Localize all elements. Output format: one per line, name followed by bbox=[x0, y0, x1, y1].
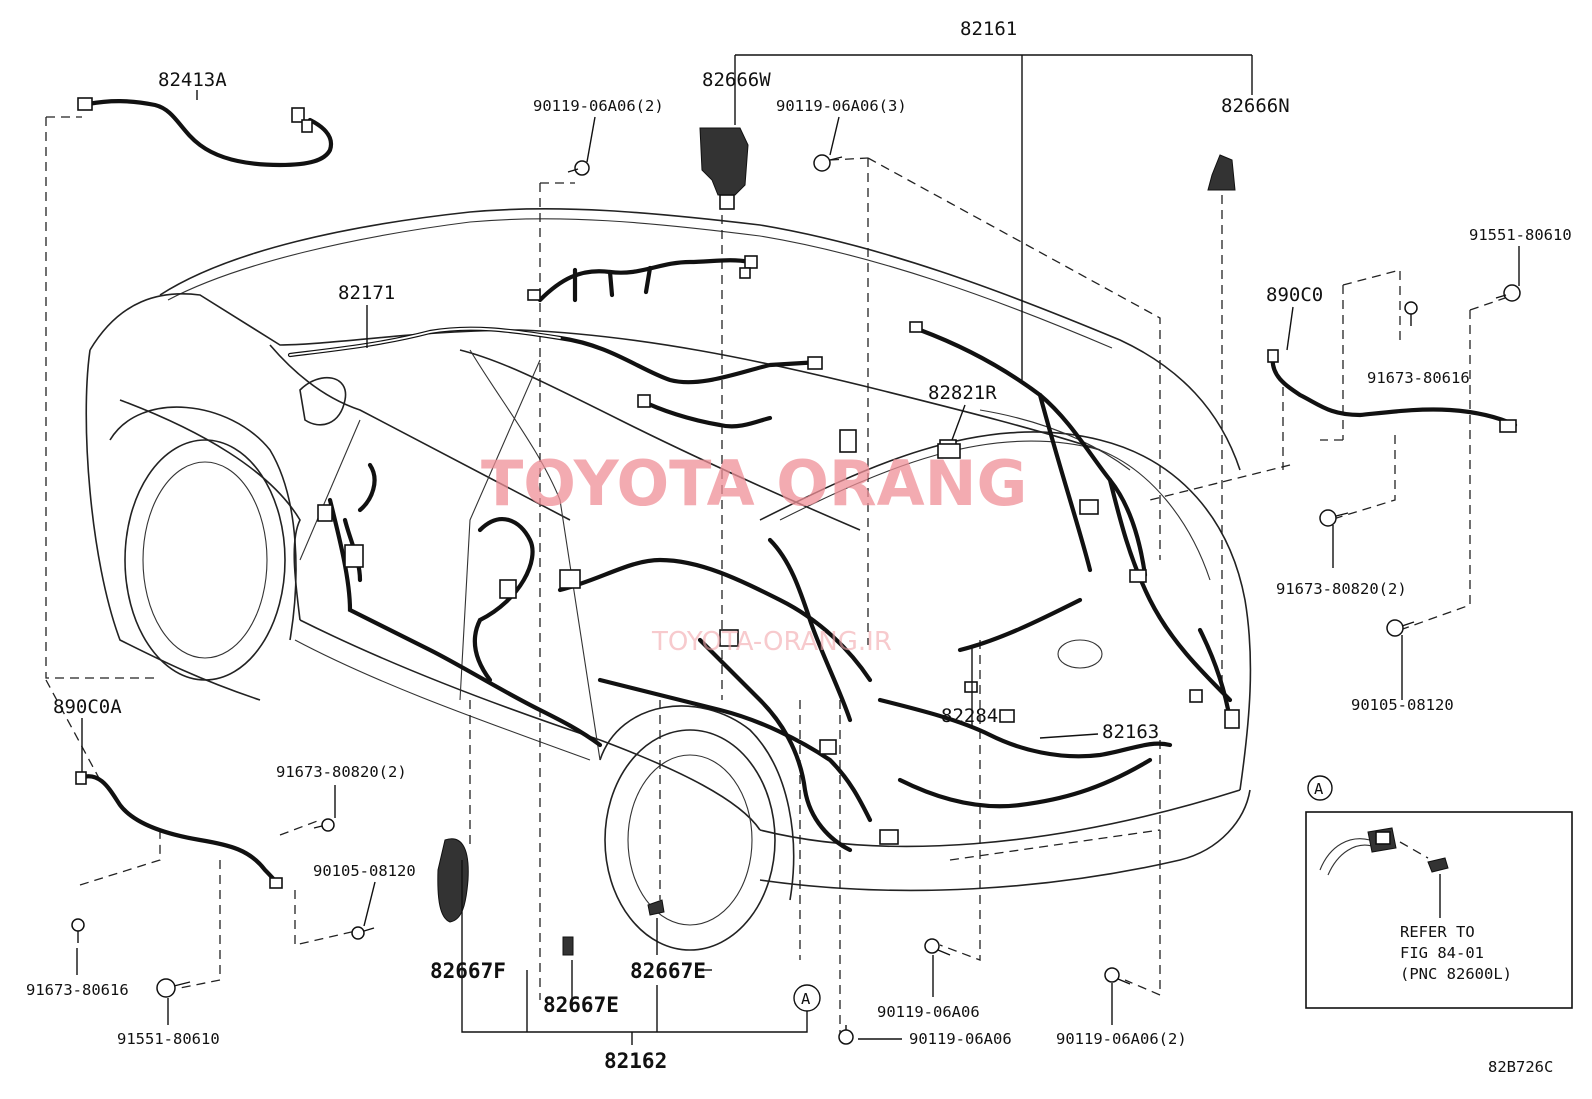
label-91673-80820-2-right: 91673-80820(2) bbox=[1276, 580, 1407, 598]
connectors bbox=[75, 97, 1517, 956]
label-82162: 82162 bbox=[604, 1049, 667, 1073]
label-82163: 82163 bbox=[1102, 721, 1159, 743]
clamp-82667e-b bbox=[647, 899, 665, 916]
callout-a-marker: A bbox=[793, 984, 821, 1012]
label-890c0a: 890C0A bbox=[53, 696, 122, 718]
vehicle-body-outline bbox=[85, 208, 1252, 951]
label-90105-08120-left: 90105-08120 bbox=[313, 862, 416, 880]
label-82666w: 82666W bbox=[702, 69, 771, 91]
bracket-82666n bbox=[1207, 154, 1236, 191]
label-82171: 82171 bbox=[338, 282, 395, 304]
label-91673-80616-right: 91673-80616 bbox=[1367, 369, 1470, 387]
label-90119-06a06-2-top: 90119-06A06(2) bbox=[533, 97, 664, 115]
watermark-text: TOYOTA ORANG bbox=[481, 447, 1027, 520]
label-91551-80610-left: 91551-80610 bbox=[117, 1030, 220, 1048]
junction-block-82666w bbox=[699, 127, 749, 196]
dashed-reference-lines bbox=[45, 116, 1506, 1038]
wiring-harness-main bbox=[77, 99, 1518, 888]
cover-82667f bbox=[437, 838, 469, 923]
label-82161: 82161 bbox=[960, 18, 1017, 40]
inset-detail-a: A REFER TO FIG 84-01 (PNC 82600L) bbox=[1305, 775, 1573, 1009]
connector-82821r bbox=[937, 443, 961, 459]
label-90105-08120-right: 90105-08120 bbox=[1351, 696, 1454, 714]
fasteners bbox=[71, 154, 1521, 1045]
label-82667e-right: 82667E bbox=[630, 959, 706, 983]
watermark-subtext: TOYOTA-ORANG.IR bbox=[651, 627, 892, 657]
inset-text-line-1: REFER TO bbox=[1400, 923, 1475, 941]
label-90119-06a06-b: 90119-06A06 bbox=[909, 1030, 1012, 1048]
clamp-82667e-a bbox=[562, 936, 574, 956]
label-leaders bbox=[76, 54, 1520, 1045]
inset-text-line-3: (PNC 82600L) bbox=[1400, 965, 1512, 983]
label-90119-06a06-a: 90119-06A06 bbox=[877, 1003, 980, 1021]
label-90119-06a06-3: 90119-06A06(3) bbox=[776, 97, 907, 115]
label-890c0: 890C0 bbox=[1266, 284, 1323, 306]
label-82666n: 82666N bbox=[1221, 95, 1290, 117]
svg-text:A: A bbox=[801, 990, 811, 1008]
label-91551-80610-right: 91551-80610 bbox=[1469, 226, 1572, 244]
label-91673-80820-2-left: 91673-80820(2) bbox=[276, 763, 407, 781]
inset-marker: A bbox=[1314, 780, 1324, 798]
part-labels: 82161 82413A 82666W 90119-06A06(2) 90119… bbox=[26, 18, 1572, 1076]
label-82413a: 82413A bbox=[158, 69, 227, 91]
label-82667e-left: 82667E bbox=[543, 993, 619, 1017]
inset-text-line-2: FIG 84-01 bbox=[1400, 944, 1484, 962]
label-82284: 82284 bbox=[941, 705, 998, 727]
label-82821r: 82821R bbox=[928, 382, 997, 404]
label-91673-80616-left: 91673-80616 bbox=[26, 981, 129, 999]
label-90119-06a06-2-bottom: 90119-06A06(2) bbox=[1056, 1030, 1187, 1048]
figure-code: 82B726C bbox=[1488, 1058, 1553, 1076]
label-82667f: 82667F bbox=[430, 959, 506, 983]
